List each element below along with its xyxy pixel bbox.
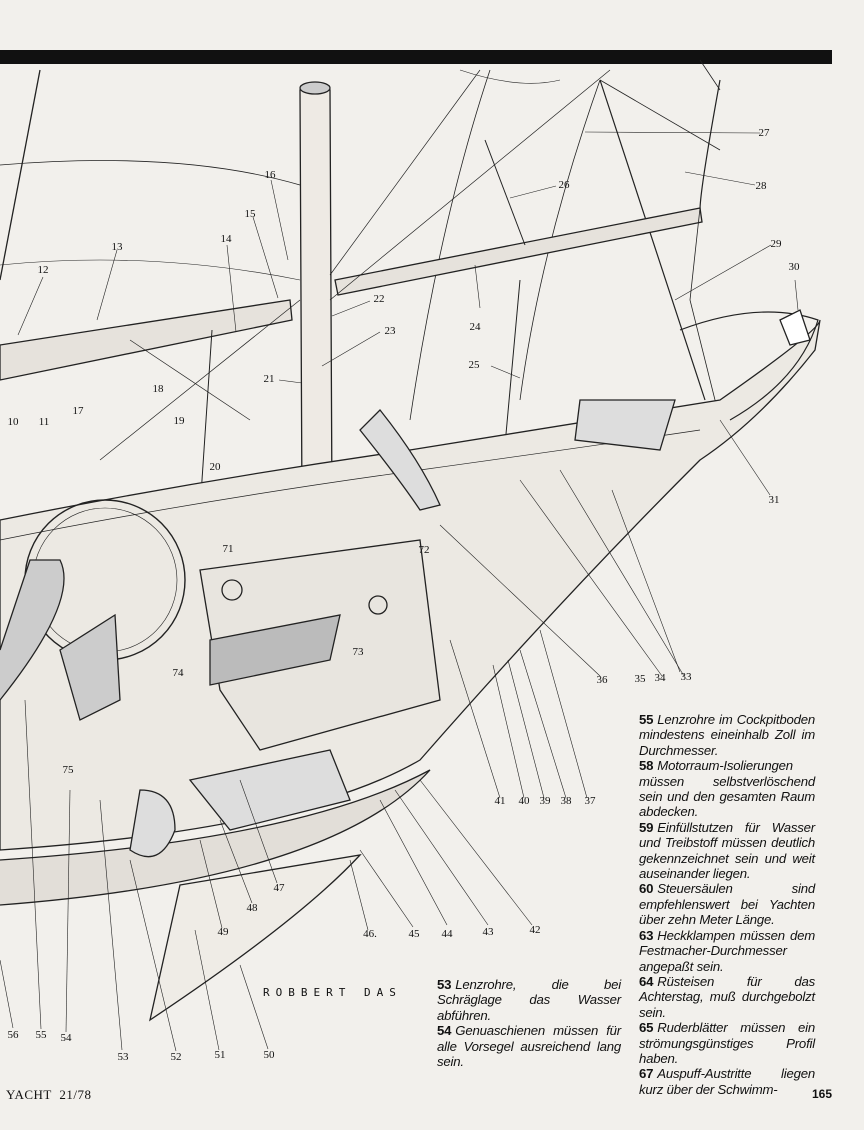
callout-number: 73: [353, 646, 365, 658]
illustrator-signature: ROBBERT DAS: [263, 986, 402, 999]
callout-number: 17: [73, 405, 85, 417]
page-number: 165: [812, 1087, 833, 1101]
callout-number: 49: [218, 926, 230, 938]
caption-text: Einfüllstutzen für Wasser und Treibstoff…: [639, 819, 815, 882]
callout-number: 40: [519, 795, 531, 807]
callout-number: 44: [442, 928, 454, 940]
callout-number: 34: [655, 672, 667, 684]
callout-number: 10: [8, 416, 20, 428]
caption-text: Motorraum-Isolierungen müssen selbstverl…: [639, 758, 815, 820]
callout-number: 45: [409, 928, 421, 940]
caption-text: Ruderblätter müssen ein strömungsgünstig…: [639, 1020, 815, 1066]
callout-number: 72: [419, 544, 430, 556]
callout-number: 15: [245, 208, 257, 220]
callout-number: 35: [635, 673, 647, 685]
callout-number: 56: [8, 1029, 20, 1041]
caption-text: Rüsteisen für das Achterstag, muß durchg…: [639, 973, 815, 1020]
callout-number: 27: [759, 127, 771, 139]
caption-text: Genuaschienen müssen für alle Vorsegel a…: [437, 1023, 621, 1070]
magazine-name: YACHT: [6, 1087, 52, 1102]
caption-number: 65: [639, 1020, 654, 1036]
caption-text: Lenzrohre, die bei Schräglage das Wasser…: [437, 977, 621, 1023]
callout-number: 43: [483, 926, 495, 938]
callout-number: 74: [173, 667, 185, 679]
callout-number: 39: [540, 795, 552, 807]
callout-number: 47: [274, 882, 286, 894]
caption-number: 58: [639, 758, 654, 774]
caption-text: Lenzrohre im Cockpitboden mindestens ein…: [639, 712, 815, 758]
callout-number: 51: [215, 1049, 226, 1061]
callout-number: 50: [264, 1049, 276, 1061]
callout-number: 22: [374, 293, 385, 305]
callout-number: 37: [585, 795, 597, 807]
callout-number: 28: [756, 180, 768, 192]
caption-text: Auspuff-Austritte liegen kurz über der S…: [639, 1066, 815, 1097]
callout-number: 14: [221, 233, 233, 245]
caption-number: 54: [437, 1023, 452, 1039]
caption-text: Heckklampen müssen dem Festmacher-Durchm…: [639, 927, 815, 974]
caption-number: 67: [639, 1066, 654, 1082]
callout-number: 48: [247, 902, 259, 914]
callout-number: 36: [597, 674, 609, 686]
caption-number: 59: [639, 819, 654, 835]
caption-text: Steuersäulen sind empfehlenswert bei Yac…: [639, 881, 815, 928]
callout-number: 30: [789, 261, 801, 273]
callout-number: 25: [469, 359, 481, 371]
caption-number: 63: [639, 927, 654, 943]
callout-number: 29: [771, 238, 783, 250]
callout-number: 19: [174, 415, 186, 427]
caption-number: 55: [639, 712, 654, 727]
callout-number: 33: [681, 671, 693, 683]
callout-number: 52: [171, 1051, 182, 1063]
top-black-rule: [0, 50, 832, 64]
callout-number: 16: [265, 169, 277, 181]
issue-number: 21/78: [59, 1087, 92, 1102]
callout-number: 21: [264, 373, 275, 385]
callout-number: 75: [63, 764, 75, 776]
callout-number: 38: [561, 795, 573, 807]
callout-number: 71: [223, 543, 234, 555]
footer-issue: YACHT 21/78: [6, 1087, 91, 1103]
callout-number: 42: [530, 924, 541, 936]
callout-number: 13: [112, 241, 124, 253]
callout-number: 31: [769, 494, 780, 506]
caption-number: 60: [639, 881, 654, 897]
callout-number: 23: [385, 325, 397, 337]
callout-number: 26: [559, 179, 571, 191]
callout-number: 53: [118, 1051, 130, 1063]
callout-number: 18: [153, 383, 165, 395]
callout-number: 11: [39, 416, 50, 428]
callout-number: 12: [38, 264, 49, 276]
caption-number: 53: [437, 977, 452, 992]
callout-number: 20: [210, 461, 222, 473]
caption-number: 64: [639, 973, 654, 989]
callout-number: 55: [36, 1029, 48, 1041]
callout-number: 54: [61, 1032, 73, 1044]
callout-number: 41: [495, 795, 506, 807]
callout-number: 46.: [363, 928, 377, 940]
callout-number: 24: [470, 321, 482, 333]
